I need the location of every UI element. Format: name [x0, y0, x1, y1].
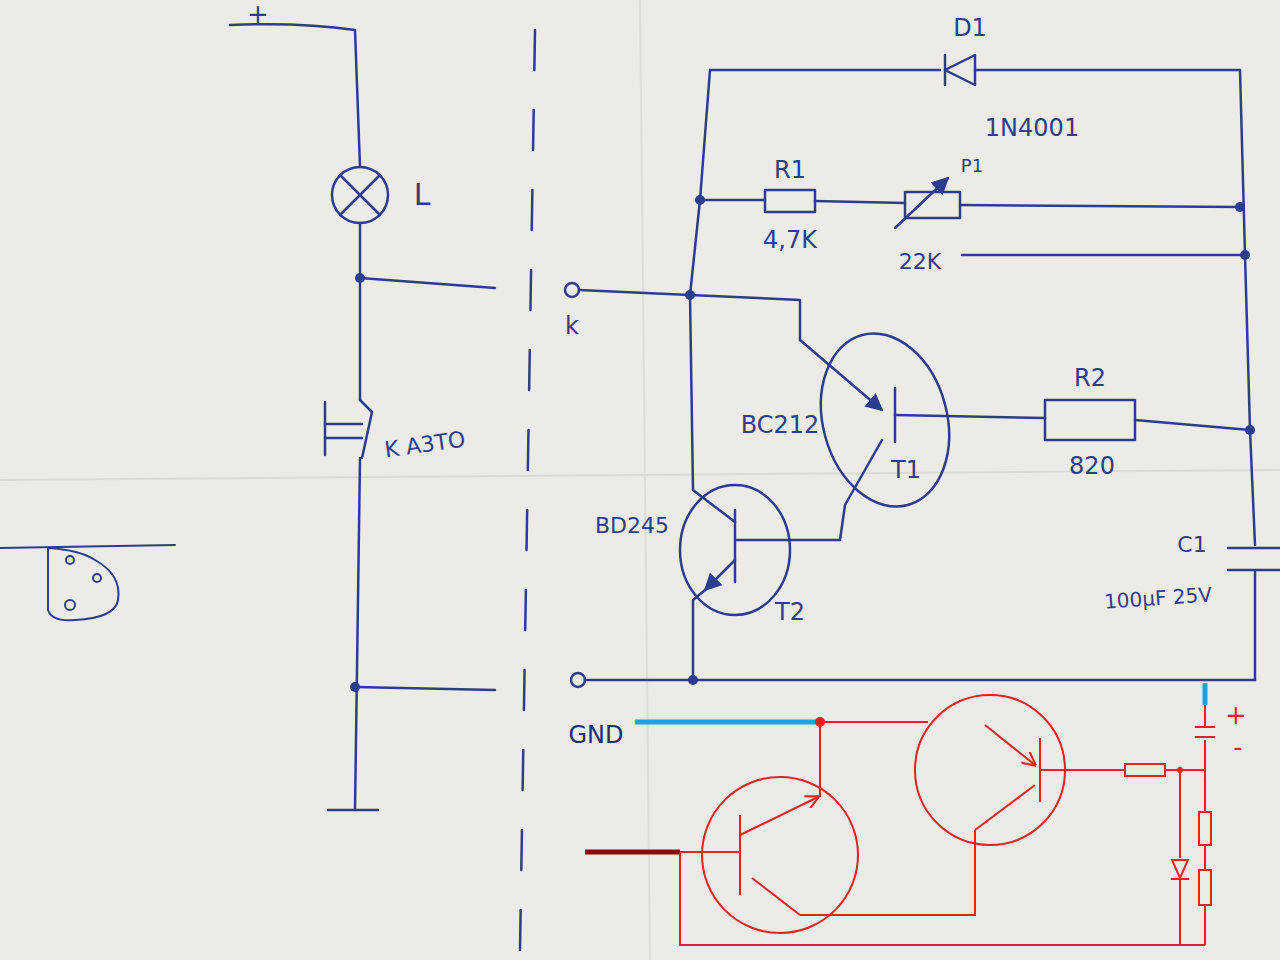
wire: [680, 851, 740, 853]
wire: [1204, 845, 1206, 870]
wire: [585, 679, 1255, 682]
wire: [1204, 740, 1206, 812]
wire: [355, 687, 495, 690]
transistor-emitter: [740, 797, 818, 835]
ground-wire: [635, 720, 820, 725]
wire: [1179, 770, 1181, 945]
transistor-emitter: [705, 560, 735, 590]
handwritten-label: R1: [772, 158, 808, 182]
diode-symbol: [1171, 860, 1189, 879]
ground-symbol: [328, 809, 378, 812]
terminal: [565, 283, 579, 297]
resistor-symbol: [765, 190, 815, 212]
wire: [690, 70, 710, 490]
scribble: [0, 545, 175, 620]
handwritten-label: C1: [1175, 534, 1208, 556]
wire: [800, 830, 975, 915]
transistor-collector: [693, 490, 735, 522]
handwritten-label: P1: [959, 157, 985, 175]
supply-wire: [230, 24, 360, 167]
handwritten-label: +: [1223, 702, 1249, 728]
handwritten-label: -: [1231, 734, 1244, 760]
handwritten-label: R2: [1072, 366, 1108, 390]
capacitor-symbol: [1228, 548, 1280, 570]
wire: [962, 254, 1245, 257]
transistor-emitter: [800, 340, 882, 410]
wire: [1254, 572, 1257, 680]
paper-fold: [640, 0, 650, 960]
wire: [819, 722, 821, 797]
wire: [359, 223, 362, 400]
wire: [700, 200, 1240, 207]
transistor-base: [739, 815, 741, 895]
handwritten-label: +: [245, 1, 271, 27]
switch-symbol: [325, 400, 372, 458]
resistor-symbol: [1125, 764, 1165, 776]
handwritten-label: T1: [889, 458, 923, 482]
transistor-circle: [802, 319, 967, 521]
separator-line: [520, 30, 535, 950]
wire: [680, 852, 1205, 945]
resistor-symbol: [1045, 400, 1135, 440]
transistor-circle: [680, 485, 790, 615]
supply-wire: [1203, 683, 1208, 705]
transistor-circle: [702, 777, 858, 933]
junction-dots: [350, 195, 1255, 692]
capacitor-symbol: [1195, 705, 1215, 737]
wire: [355, 458, 360, 810]
handwritten-label: K A3TO: [381, 428, 468, 462]
handwritten-label: 22K: [897, 251, 943, 273]
lamp-symbol: [332, 167, 388, 223]
handwritten-label: 100µF 25V: [1101, 584, 1214, 612]
handwritten-label: BC212: [739, 413, 822, 437]
handwritten-label: k: [563, 314, 581, 338]
transistor-collector: [752, 878, 800, 915]
handwritten-label: BD245: [593, 515, 671, 537]
potentiometer-symbol: [905, 192, 960, 218]
potentiometer-arrow: [895, 178, 948, 228]
handwritten-label: 820: [1067, 454, 1117, 478]
resistor-symbol: [1199, 812, 1211, 845]
resistor-symbol: [1199, 870, 1211, 905]
wire: [360, 278, 495, 288]
handwritten-label: D1: [951, 16, 989, 40]
transistor-collector: [975, 785, 1035, 830]
handwritten-label: T2: [773, 600, 807, 624]
input-wire: [585, 850, 680, 855]
wire: [820, 721, 928, 723]
transistor-emitter: [985, 725, 1035, 765]
wire: [1204, 905, 1206, 945]
handwritten-label: L: [412, 180, 433, 210]
handwritten-label: 1N4001: [983, 116, 1081, 140]
diode-symbol: [945, 55, 975, 85]
handwritten-label: GND: [566, 723, 625, 747]
junction-dots: [815, 717, 1183, 773]
wire: [579, 290, 800, 340]
wire: [1240, 70, 1255, 545]
handwritten-label: 4,7K: [761, 228, 819, 252]
terminal: [571, 673, 585, 687]
